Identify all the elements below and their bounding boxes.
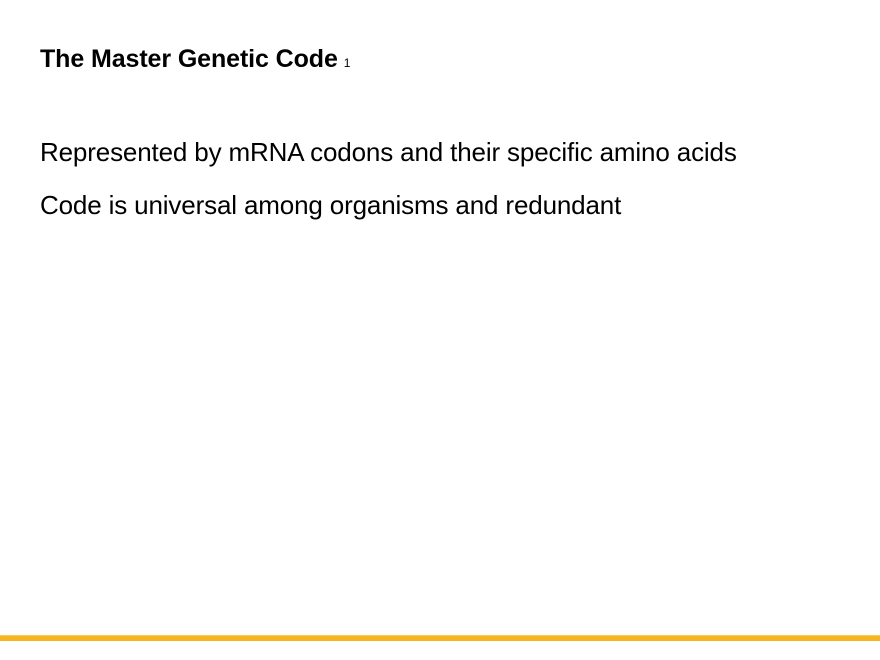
body-line: Represented by mRNA codons and their spe… bbox=[40, 137, 737, 167]
bottom-accent-bar bbox=[0, 635, 880, 641]
title-footnote-marker: 1 bbox=[343, 56, 351, 70]
slide-title-text: The Master Genetic Code bbox=[40, 45, 338, 73]
slide-body: Represented by mRNA codons and their spe… bbox=[40, 126, 850, 232]
accent-bar-highlight bbox=[0, 635, 880, 636]
body-line: Code is universal among organisms and re… bbox=[40, 190, 622, 220]
slide-title: The Master Genetic Code 1 bbox=[40, 44, 840, 80]
